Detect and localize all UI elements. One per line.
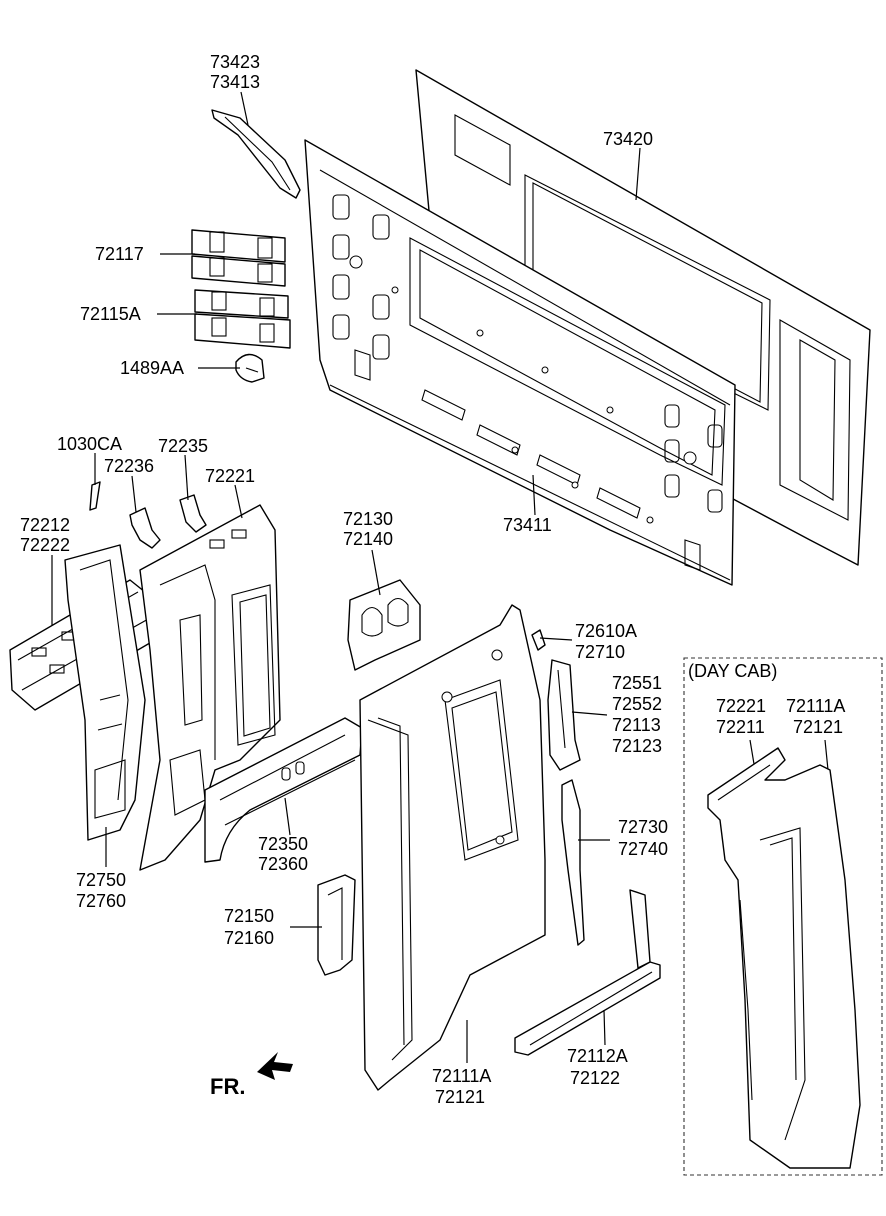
part-72750-pillar[interactable] [64,544,146,841]
leader-lines [51,91,829,1063]
day-cab-label-72221: 72221 [716,696,766,716]
part-72112a-sill[interactable] [514,889,661,1056]
label-72551: 72551 [612,673,662,693]
part-72235-bracket[interactable] [179,494,207,533]
part-73423-brace[interactable] [211,109,301,199]
label-72552: 72552 [612,694,662,714]
label-72112a: 72112A [567,1046,628,1066]
label-72123: 72123 [612,736,662,756]
part-1030ca-pin[interactable] [89,481,101,511]
part-72111a-side-panel[interactable] [359,604,546,1091]
label-1030ca: 1030CA [57,434,122,454]
label-72222: 72222 [20,535,70,555]
part-72117-bracket[interactable] [191,229,286,287]
label-72750: 72750 [76,870,126,890]
label-72111a: 72111A [432,1066,491,1086]
day-cab-title: (DAY CAB) [688,661,777,681]
label-72730: 72730 [618,817,668,837]
day-cab-side-panel[interactable] [707,747,861,1169]
day-cab-label-72211: 72211 [716,717,765,737]
part-72551-gusset[interactable] [547,659,581,771]
part-72150-pillar[interactable] [317,874,356,976]
label-72760: 72760 [76,891,126,911]
label-72115a: 72115A [80,304,141,324]
part-72236-bracket[interactable] [129,507,161,549]
part-labels: 73423 73413 73420 72117 72115A 1489AA 10… [20,52,845,1107]
label-72221: 72221 [205,466,255,486]
part-72130-bracket[interactable] [347,579,421,671]
part-72115a-bracket[interactable] [194,289,291,349]
label-72150: 72150 [224,906,274,926]
label-72160: 72160 [224,928,274,948]
label-73411: 73411 [503,515,552,535]
part-1489aa-clip[interactable] [235,353,265,383]
label-72140: 72140 [343,529,393,549]
front-direction-label: FR. [210,1074,245,1099]
day-cab-inset [683,657,883,1176]
label-72740: 72740 [618,839,668,859]
label-73423: 73423 [210,52,260,72]
label-1489aa: 1489AA [120,358,184,378]
day-cab-label-72121: 72121 [793,717,843,737]
label-72710: 72710 [575,642,625,662]
label-73413: 73413 [210,72,260,92]
day-cab-label-72111a: 72111A [786,696,845,716]
label-72236: 72236 [104,456,154,476]
label-72360: 72360 [258,854,308,874]
label-72350: 72350 [258,834,308,854]
label-72113: 72113 [612,715,661,735]
label-72610a: 72610A [575,621,637,641]
label-73420: 73420 [603,129,653,149]
label-72130: 72130 [343,509,393,529]
label-72212: 72212 [20,515,70,535]
part-72610a-clip[interactable] [531,629,546,651]
part-72730-strip[interactable] [561,779,585,946]
label-72117: 72117 [95,244,144,264]
front-direction-arrow-icon [257,1052,293,1080]
label-72235: 72235 [158,436,208,456]
part-73411-rear-panel-inner[interactable] [304,139,736,586]
label-72122: 72122 [570,1068,620,1088]
label-72121: 72121 [435,1087,485,1107]
